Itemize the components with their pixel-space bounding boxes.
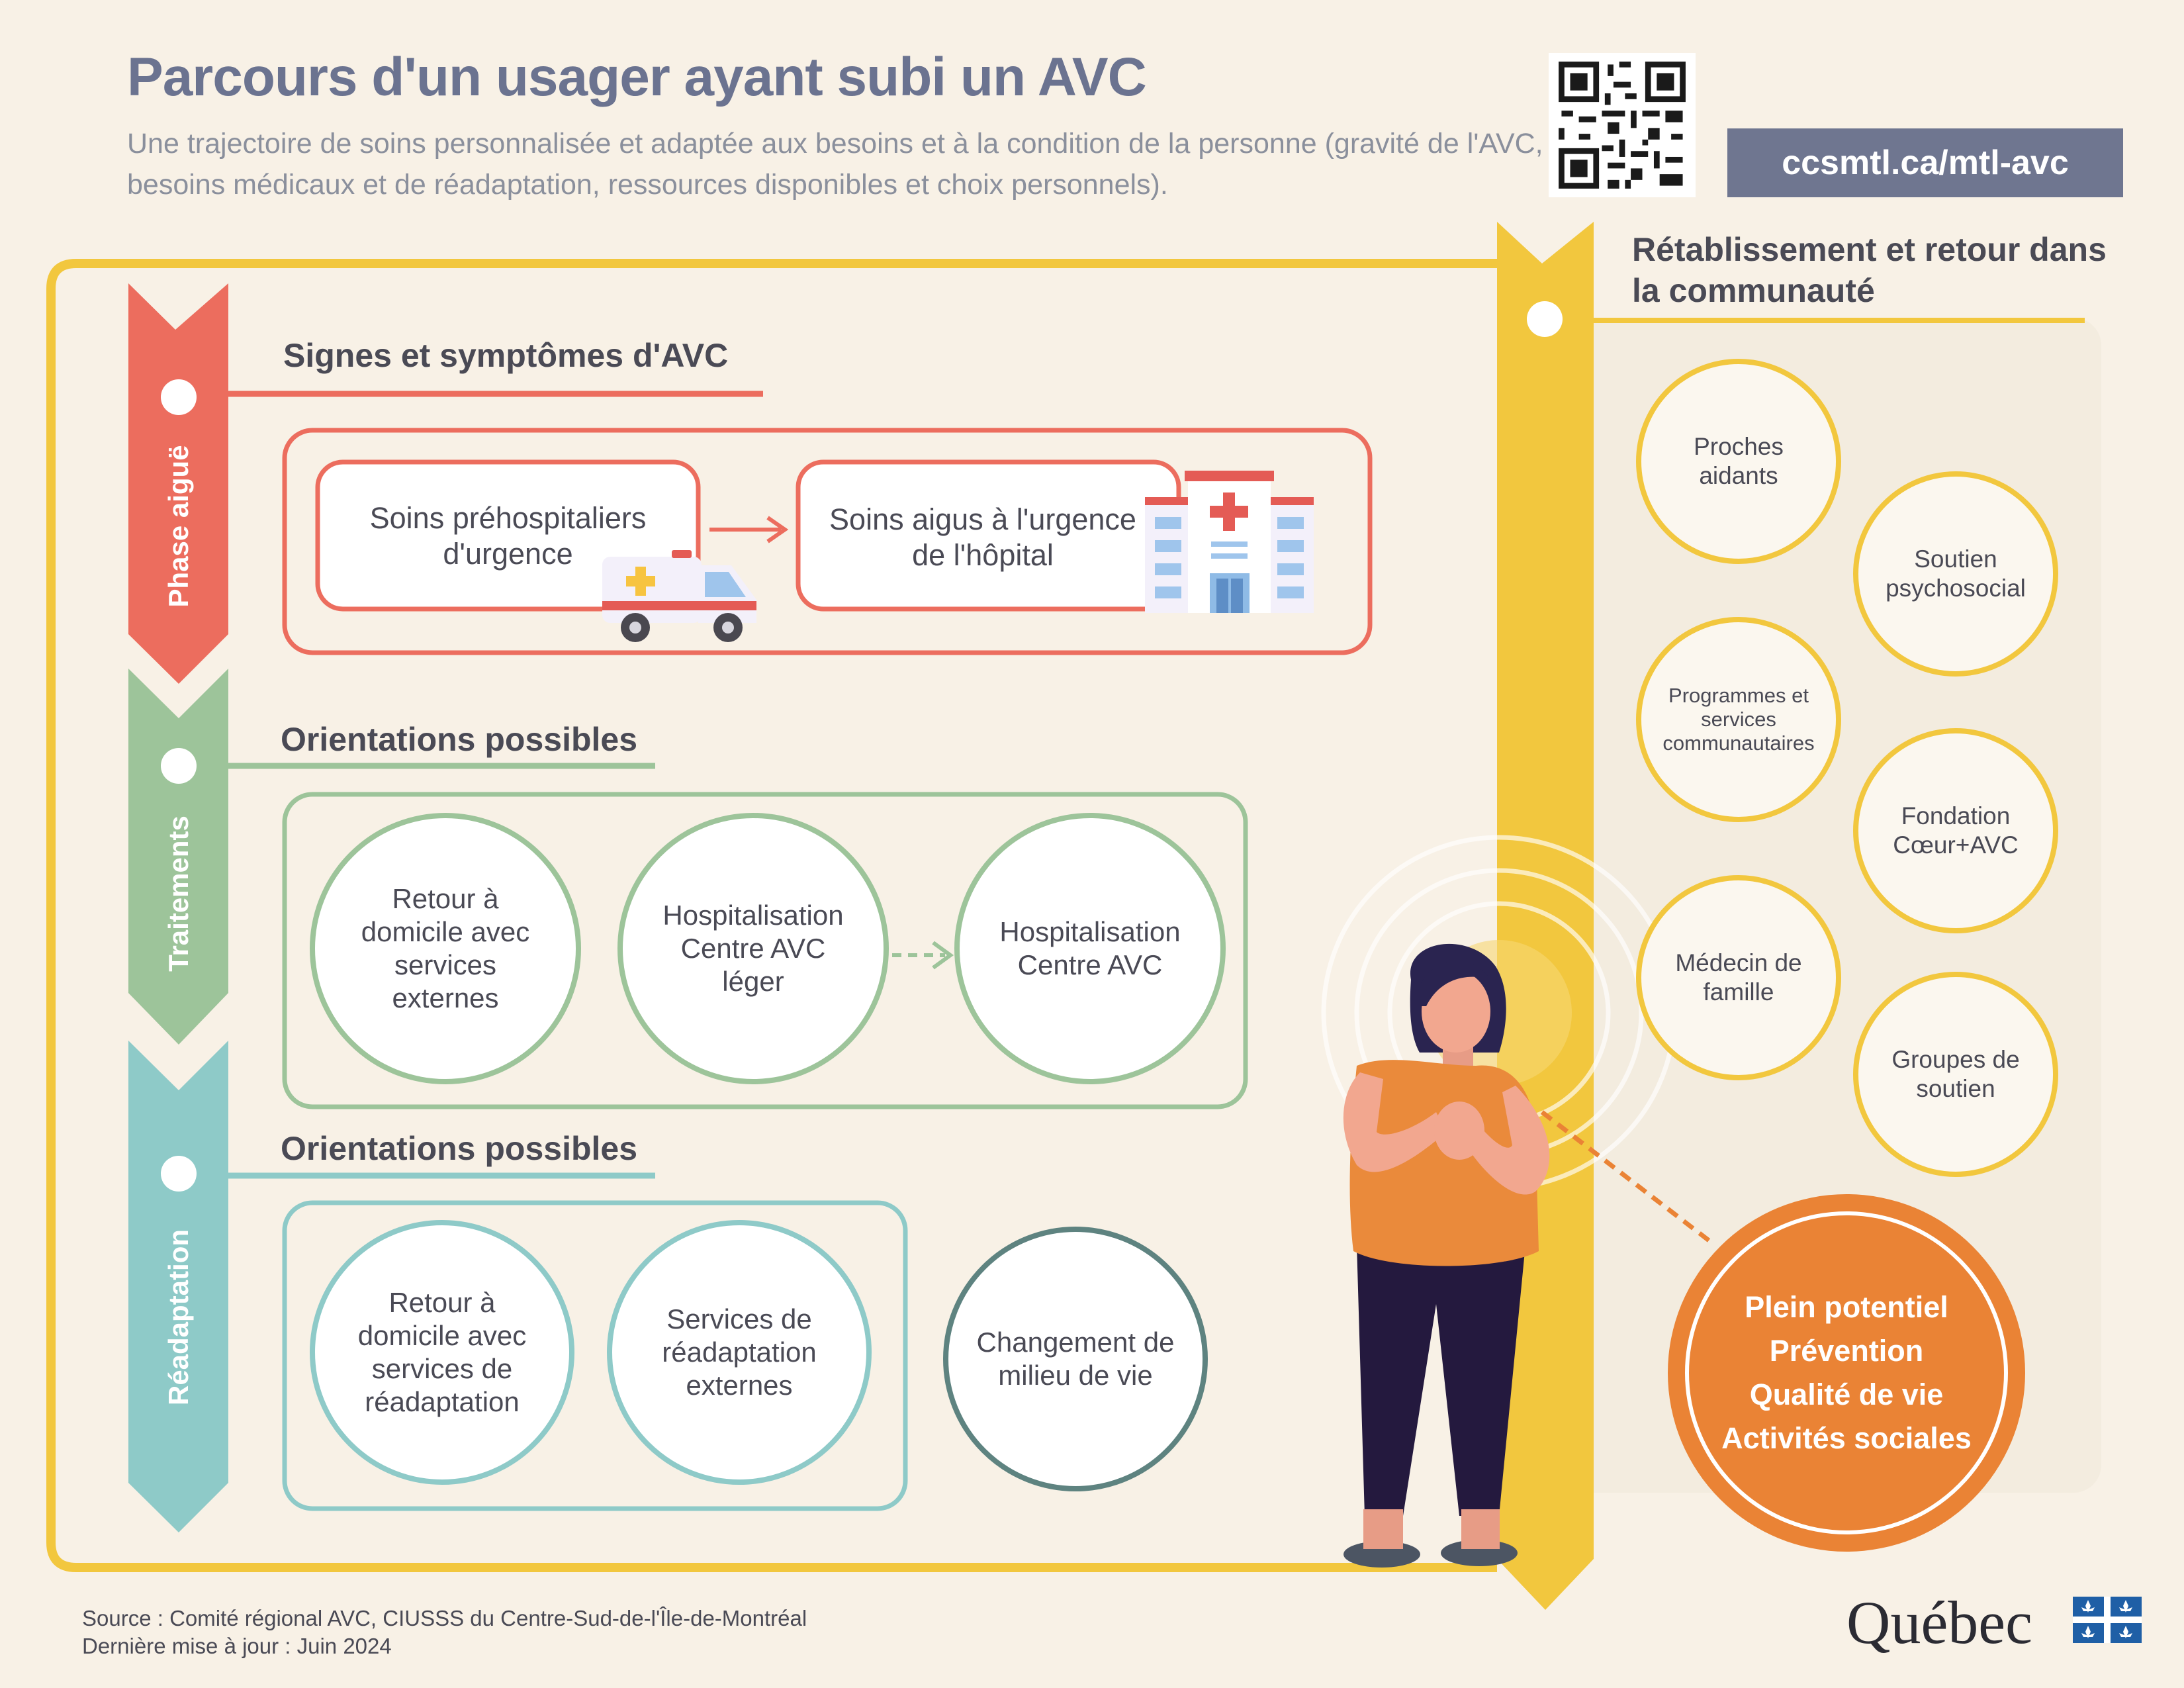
- community-dot: [1527, 301, 1563, 337]
- treatments-group-box: [282, 792, 1248, 1109]
- resource-support-groups: Groupes de soutien: [1853, 972, 2058, 1177]
- rehab-option-external: Services de réadaptation externes: [607, 1220, 872, 1485]
- rehab-section-title: Orientations possibles: [281, 1130, 638, 1167]
- person-illustration: [1343, 943, 1550, 1568]
- resource-psychosocial: Soutien psychosocial: [1853, 471, 2058, 677]
- treatment-option-home: Retour à domicile avec services externes: [310, 813, 581, 1084]
- resource-caregivers: Proches aidants: [1636, 359, 1841, 564]
- quebec-flag-icon: [2073, 1597, 2142, 1643]
- ambulance-icon: [602, 550, 756, 642]
- yellow-frame-outline: [46, 259, 1497, 1572]
- prehospital-text: Soins préhospitaliers d'urgence: [369, 501, 647, 571]
- acute-group-box: [282, 428, 1373, 655]
- rehab-dot: [161, 1156, 197, 1192]
- emergency-text: Soins aigus à l'urgence de l'hôpital: [829, 502, 1136, 572]
- outcome-full-potential: Plein potentiel: [1745, 1290, 1948, 1324]
- phase-label-treatments: Traitements: [163, 816, 194, 972]
- treatment-option-center: Hospitalisation Centre AVC: [954, 813, 1226, 1084]
- footer-source: Source : Comité régional AVC, CIUSSS du …: [82, 1606, 807, 1630]
- treatments-section-title: Orientations possibles: [281, 721, 638, 758]
- acute-dot: [161, 379, 197, 415]
- outcome-circle: Plein potentiel Prévention Qualité de vi…: [1668, 1194, 2025, 1552]
- page-subtitle: Une trajectoire de soins personnalisée e…: [127, 128, 1543, 201]
- outcome-social-activities: Activités sociales: [1721, 1421, 1972, 1455]
- qr-code[interactable]: [1549, 53, 1696, 197]
- rehab-option-home: Retour à domicile avec services de réada…: [310, 1220, 574, 1485]
- treatment-option-light-center: Hospitalisation Centre AVC léger: [617, 813, 889, 1084]
- footer-updated: Dernière mise à jour : Juin 2024: [82, 1634, 392, 1658]
- resource-community-programs: Programmes et services communautaires: [1636, 617, 1841, 822]
- rehab-group-box: [282, 1200, 908, 1511]
- phase-label-rehab: Réadaptation: [163, 1229, 194, 1406]
- rehab-ribbon: [128, 1041, 228, 1532]
- phase-label-acute: Phase aiguë: [163, 445, 194, 608]
- treatments-dot: [161, 748, 197, 784]
- resource-foundation: Fondation Cœur+AVC: [1853, 728, 2058, 933]
- treatments-ribbon: [128, 669, 228, 1045]
- qr-code-icon: [1550, 53, 1694, 197]
- footer: Source : Comité régional AVC, CIUSSS du …: [82, 1605, 807, 1660]
- outcome-inner-ring: Plein potentiel Prévention Qualité de vi…: [1685, 1211, 2008, 1534]
- community-title: Rétablissement et retour dans la communa…: [1632, 231, 2107, 309]
- quebec-logo-text: Québec: [1846, 1589, 2032, 1656]
- acute-section-title: Signes et symptômes d'AVC: [283, 337, 729, 374]
- outcome-quality-of-life: Qualité de vie: [1749, 1378, 1944, 1411]
- resource-family-doctor: Médecin de famille: [1636, 875, 1841, 1080]
- hospital-icon: [1145, 471, 1314, 613]
- rehab-option-life-change: Changement de milieu de vie: [943, 1227, 1208, 1491]
- outcome-prevention: Prévention: [1769, 1334, 1924, 1368]
- outcome-dashed-line: [1540, 1110, 1716, 1246]
- website-link[interactable]: ccsmtl.ca/mtl-avc: [1727, 128, 2123, 197]
- acute-ribbon: [128, 283, 228, 684]
- page-title: Parcours d'un usager ayant subi un AVC: [127, 47, 1147, 107]
